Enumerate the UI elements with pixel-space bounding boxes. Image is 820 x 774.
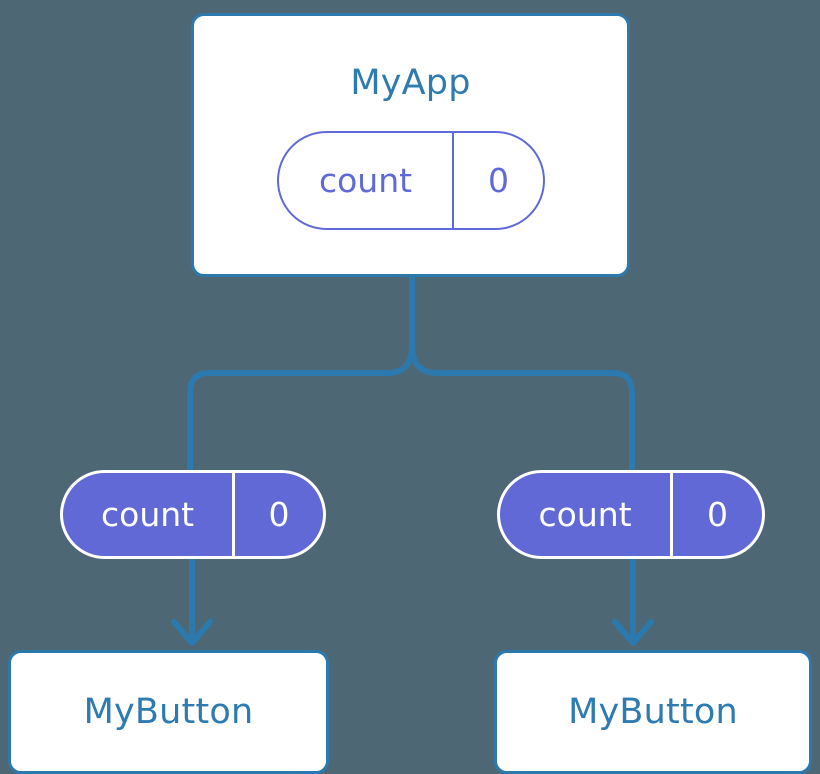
state-pill-myapp-count[interactable]: count 0 <box>277 131 545 230</box>
state-pill-left-count[interactable]: count 0 <box>60 470 326 559</box>
arrow-head-right-icon <box>612 619 654 646</box>
component-title-mybutton-right: MyButton <box>568 691 738 732</box>
component-card-mybutton-left[interactable]: MyButton <box>8 650 329 774</box>
state-pill-value: 0 <box>452 133 543 228</box>
state-pill-value: 0 <box>670 473 762 556</box>
state-pill-value: 0 <box>232 473 323 556</box>
component-title-mybutton-left: MyButton <box>83 691 254 732</box>
state-pill-key: count <box>100 495 195 534</box>
state-pill-key: count <box>318 161 413 200</box>
component-title-myapp: MyApp <box>350 63 471 103</box>
branch-connector-left <box>187 344 415 470</box>
branch-connector-right <box>409 344 635 470</box>
component-card-mybutton-right[interactable]: MyButton <box>494 650 812 774</box>
state-pill-key: count <box>538 495 632 534</box>
arrow-head-left-icon <box>171 619 213 646</box>
state-pill-right-count[interactable]: count 0 <box>497 470 765 559</box>
